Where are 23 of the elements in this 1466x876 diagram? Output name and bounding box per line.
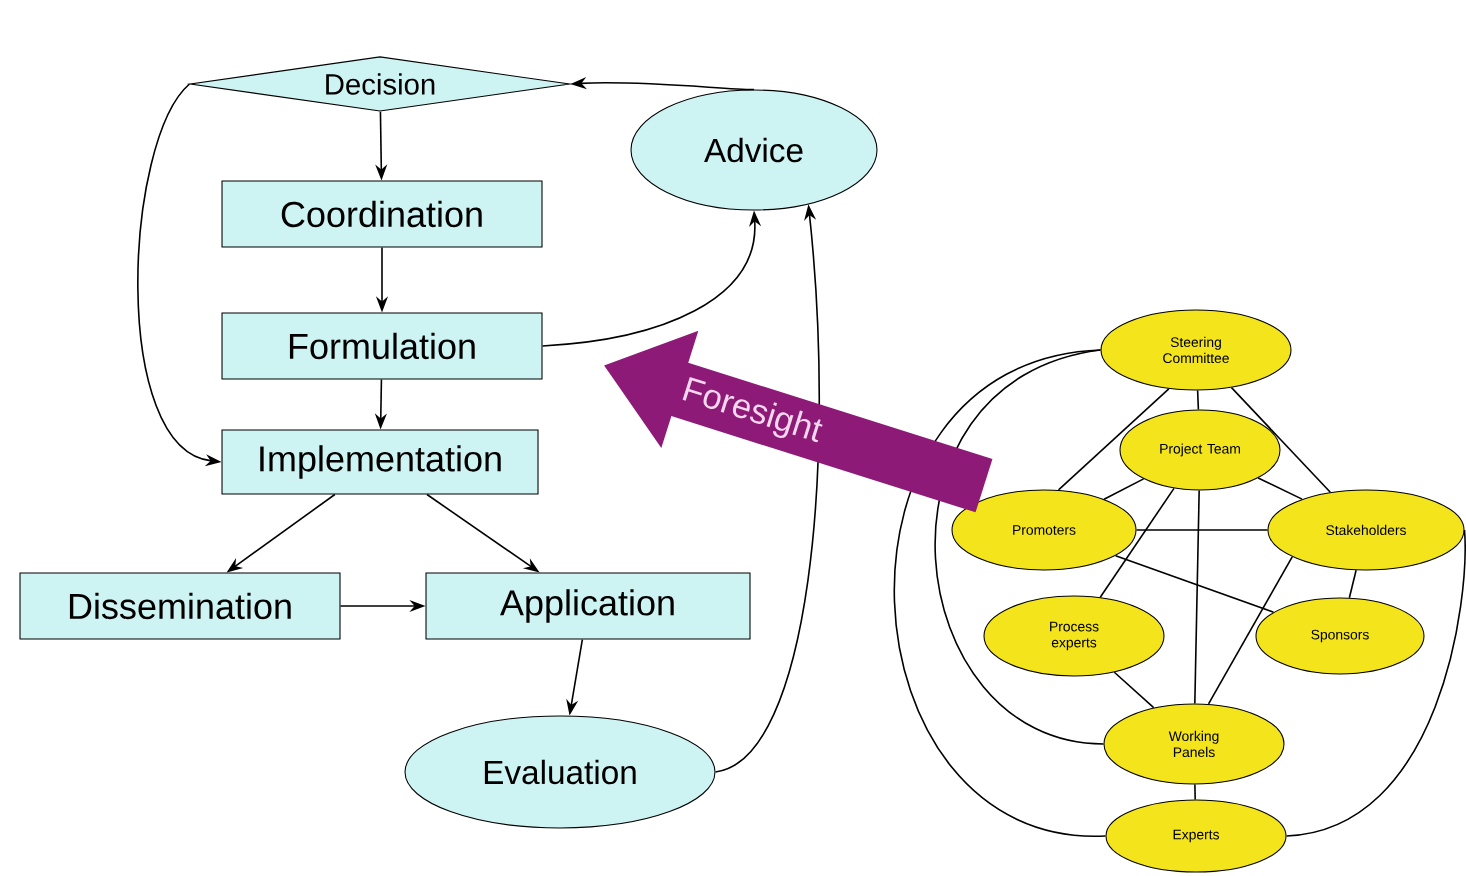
connector-line xyxy=(1285,529,1466,837)
process-box: Application xyxy=(425,572,751,640)
oval-node: Advice xyxy=(630,89,878,211)
process-box: Implementation xyxy=(221,429,539,495)
oval-node: Evaluation xyxy=(404,715,716,829)
connector-line xyxy=(1114,554,1275,613)
connector-line xyxy=(1348,569,1357,599)
connector-line xyxy=(1257,477,1303,500)
connector-line xyxy=(1135,529,1269,531)
process-box: Formulation xyxy=(221,312,543,380)
connector-line xyxy=(1099,487,1175,598)
connector-line xyxy=(934,349,1105,745)
connector-line xyxy=(893,349,1107,837)
process-box: Dissemination xyxy=(19,572,341,640)
process-box: Coordination xyxy=(221,180,543,248)
connector-line xyxy=(1103,478,1145,500)
connector-line xyxy=(1207,556,1293,705)
connector-line xyxy=(1057,388,1170,491)
connector-line xyxy=(1230,386,1332,493)
connector-line xyxy=(1196,389,1200,411)
connector-line xyxy=(1113,671,1155,709)
connector-line xyxy=(1194,783,1196,801)
connector-line xyxy=(1194,489,1200,705)
